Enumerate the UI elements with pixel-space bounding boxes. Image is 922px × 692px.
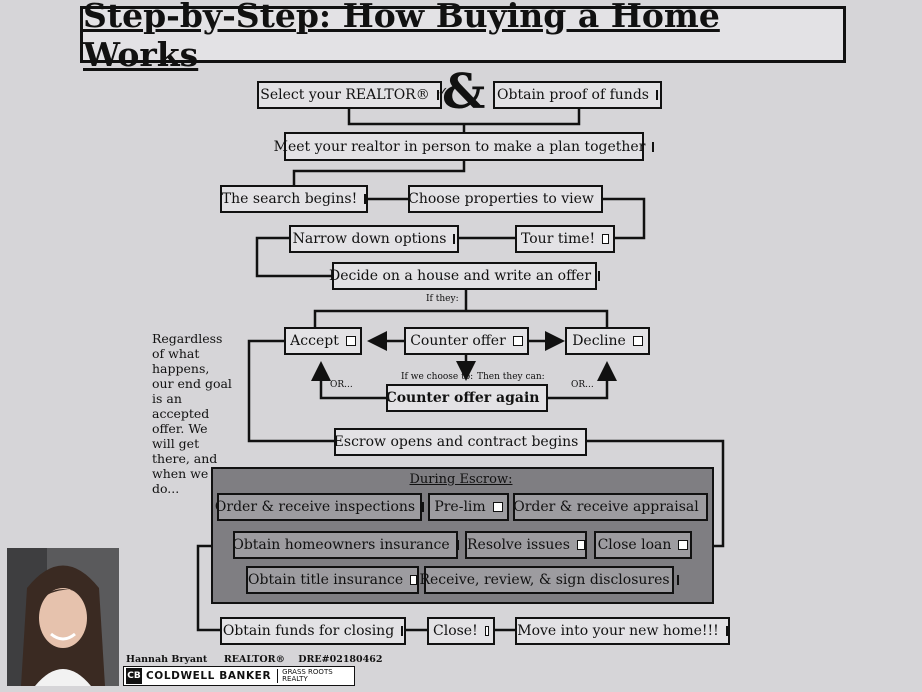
- brand-name: COLDWELL BANKER: [146, 670, 272, 682]
- step-label: Close loan: [597, 537, 672, 553]
- brand-sub-line1: GRASS ROOTS: [282, 668, 333, 676]
- step-proof-of-funds: Obtain proof of funds: [493, 81, 662, 109]
- step-decide-offer: Decide on a house and write an offer: [328, 262, 601, 290]
- checkbox-icon[interactable]: [422, 502, 425, 512]
- escrow-inspections: Order & receive inspections: [214, 493, 425, 521]
- step-escrow-opens: Escrow opens and contract begins: [333, 428, 588, 456]
- step-funds-closing: Obtain funds for closing: [220, 617, 406, 645]
- checkbox-icon[interactable]: [655, 90, 658, 100]
- brand-logo-icon: CB: [126, 668, 142, 684]
- step-label: Obtain funds for closing: [222, 623, 395, 639]
- agent-photo: [7, 548, 119, 686]
- agent-role: REALTOR®: [223, 654, 286, 665]
- checkbox-icon[interactable]: [512, 336, 523, 346]
- step-label: Order & receive inspections: [214, 499, 416, 515]
- checkbox-icon[interactable]: [652, 141, 655, 152]
- agent-name: Hannah Bryant: [126, 654, 208, 665]
- step-decline: Decline: [565, 327, 650, 355]
- escrow-resolve-issues: Resolve issues: [465, 531, 587, 559]
- step-meet-realtor: Meet your realtor in person to make a pl…: [274, 132, 655, 161]
- page-title: Step-by-Step: How Buying a Home Works: [80, 0, 846, 74]
- step-label: Counter offer again: [385, 390, 540, 406]
- step-counter-again: Counter offer again: [385, 384, 549, 412]
- checkbox-icon[interactable]: [345, 336, 356, 346]
- step-label: Receive, review, & sign disclosures: [419, 572, 670, 588]
- step-select-realtor: Select your REALTOR®: [257, 81, 449, 109]
- agent-license: DRE#02180462: [298, 654, 383, 665]
- brand-sub: GRASS ROOTS REALTY: [277, 669, 333, 683]
- step-label: Decline: [572, 333, 626, 349]
- checkbox-icon[interactable]: [598, 271, 601, 281]
- step-label: Resolve issues: [467, 537, 570, 553]
- step-move-in: Move into your new home!!!: [515, 617, 730, 645]
- ampersand: &: [442, 64, 486, 120]
- checkbox-icon[interactable]: [401, 626, 404, 636]
- escrow-insurance: Obtain homeowners insurance: [232, 531, 459, 559]
- or-left-label: OR...: [330, 380, 353, 390]
- step-label: Pre-lim: [434, 499, 486, 515]
- checkbox-icon[interactable]: [484, 626, 489, 636]
- checkbox-icon[interactable]: [705, 502, 708, 512]
- step-label: Accept: [290, 333, 339, 349]
- checkbox-icon[interactable]: [602, 234, 609, 244]
- step-label: Order & receive appraisal: [513, 499, 699, 515]
- if-we-choose-label: If we choose to:: [401, 372, 474, 382]
- then-they-can-label: Then they can:: [477, 372, 545, 382]
- checkbox-icon[interactable]: [456, 540, 459, 550]
- step-choose-properties: Choose properties to view: [408, 185, 603, 213]
- step-label: Escrow opens and contract begins: [333, 434, 579, 450]
- step-narrow-down: Narrow down options: [289, 225, 459, 253]
- checkbox-icon[interactable]: [492, 502, 503, 512]
- step-label: Select your REALTOR®: [260, 87, 430, 103]
- checkbox-icon[interactable]: [546, 393, 549, 403]
- if-they-label: If they:: [426, 294, 459, 304]
- step-search-begins: The search begins!: [220, 185, 368, 213]
- checkbox-icon[interactable]: [725, 626, 728, 636]
- checkbox-icon[interactable]: [410, 575, 417, 585]
- step-label: Move into your new home!!!: [517, 623, 719, 639]
- step-label: Narrow down options: [292, 231, 447, 247]
- checkbox-icon[interactable]: [678, 540, 689, 550]
- or-right-label: OR...: [571, 380, 594, 390]
- step-label: Tour time!: [521, 231, 596, 247]
- checkbox-icon[interactable]: [585, 437, 588, 447]
- checkbox-icon[interactable]: [600, 194, 603, 204]
- step-tour-time: Tour time!: [515, 225, 615, 253]
- checkbox-icon[interactable]: [676, 575, 679, 585]
- step-label: Choose properties to view: [408, 191, 594, 207]
- brand-logo: CB COLDWELL BANKER GRASS ROOTS REALTY: [123, 666, 355, 686]
- step-accept: Accept: [284, 327, 362, 355]
- agent-info: Hannah Bryant REALTOR® DRE#02180462: [126, 654, 382, 665]
- escrow-title-insurance: Obtain title insurance: [246, 566, 419, 594]
- step-label: Obtain title insurance: [248, 572, 404, 588]
- brand-sub-line2: REALTY: [282, 675, 308, 683]
- step-label: Counter offer: [410, 333, 506, 349]
- checked-checkbox-icon[interactable]: [436, 86, 449, 100]
- step-label: The search begins!: [221, 191, 358, 207]
- escrow-appraisal: Order & receive appraisal: [513, 493, 708, 521]
- step-close: Close!: [427, 617, 495, 645]
- checkbox-icon[interactable]: [364, 194, 367, 204]
- step-label: Obtain homeowners insurance: [232, 537, 450, 553]
- step-counter-offer: Counter offer: [404, 327, 529, 355]
- step-label: Close!: [433, 623, 478, 639]
- checkbox-icon[interactable]: [632, 336, 643, 346]
- checkbox-icon[interactable]: [576, 540, 585, 550]
- checkbox-icon[interactable]: [453, 234, 456, 244]
- escrow-prelim: Pre-lim: [428, 493, 509, 521]
- step-label: Decide on a house and write an offer: [328, 268, 592, 284]
- step-label: Meet your realtor in person to make a pl…: [273, 138, 646, 155]
- goal-note: Regardless of what happens, our end goal…: [152, 331, 232, 496]
- escrow-title: During Escrow:: [409, 472, 513, 487]
- escrow-close-loan: Close loan: [594, 531, 692, 559]
- escrow-disclosures: Receive, review, & sign disclosures: [419, 566, 679, 594]
- step-label: Obtain proof of funds: [497, 87, 649, 103]
